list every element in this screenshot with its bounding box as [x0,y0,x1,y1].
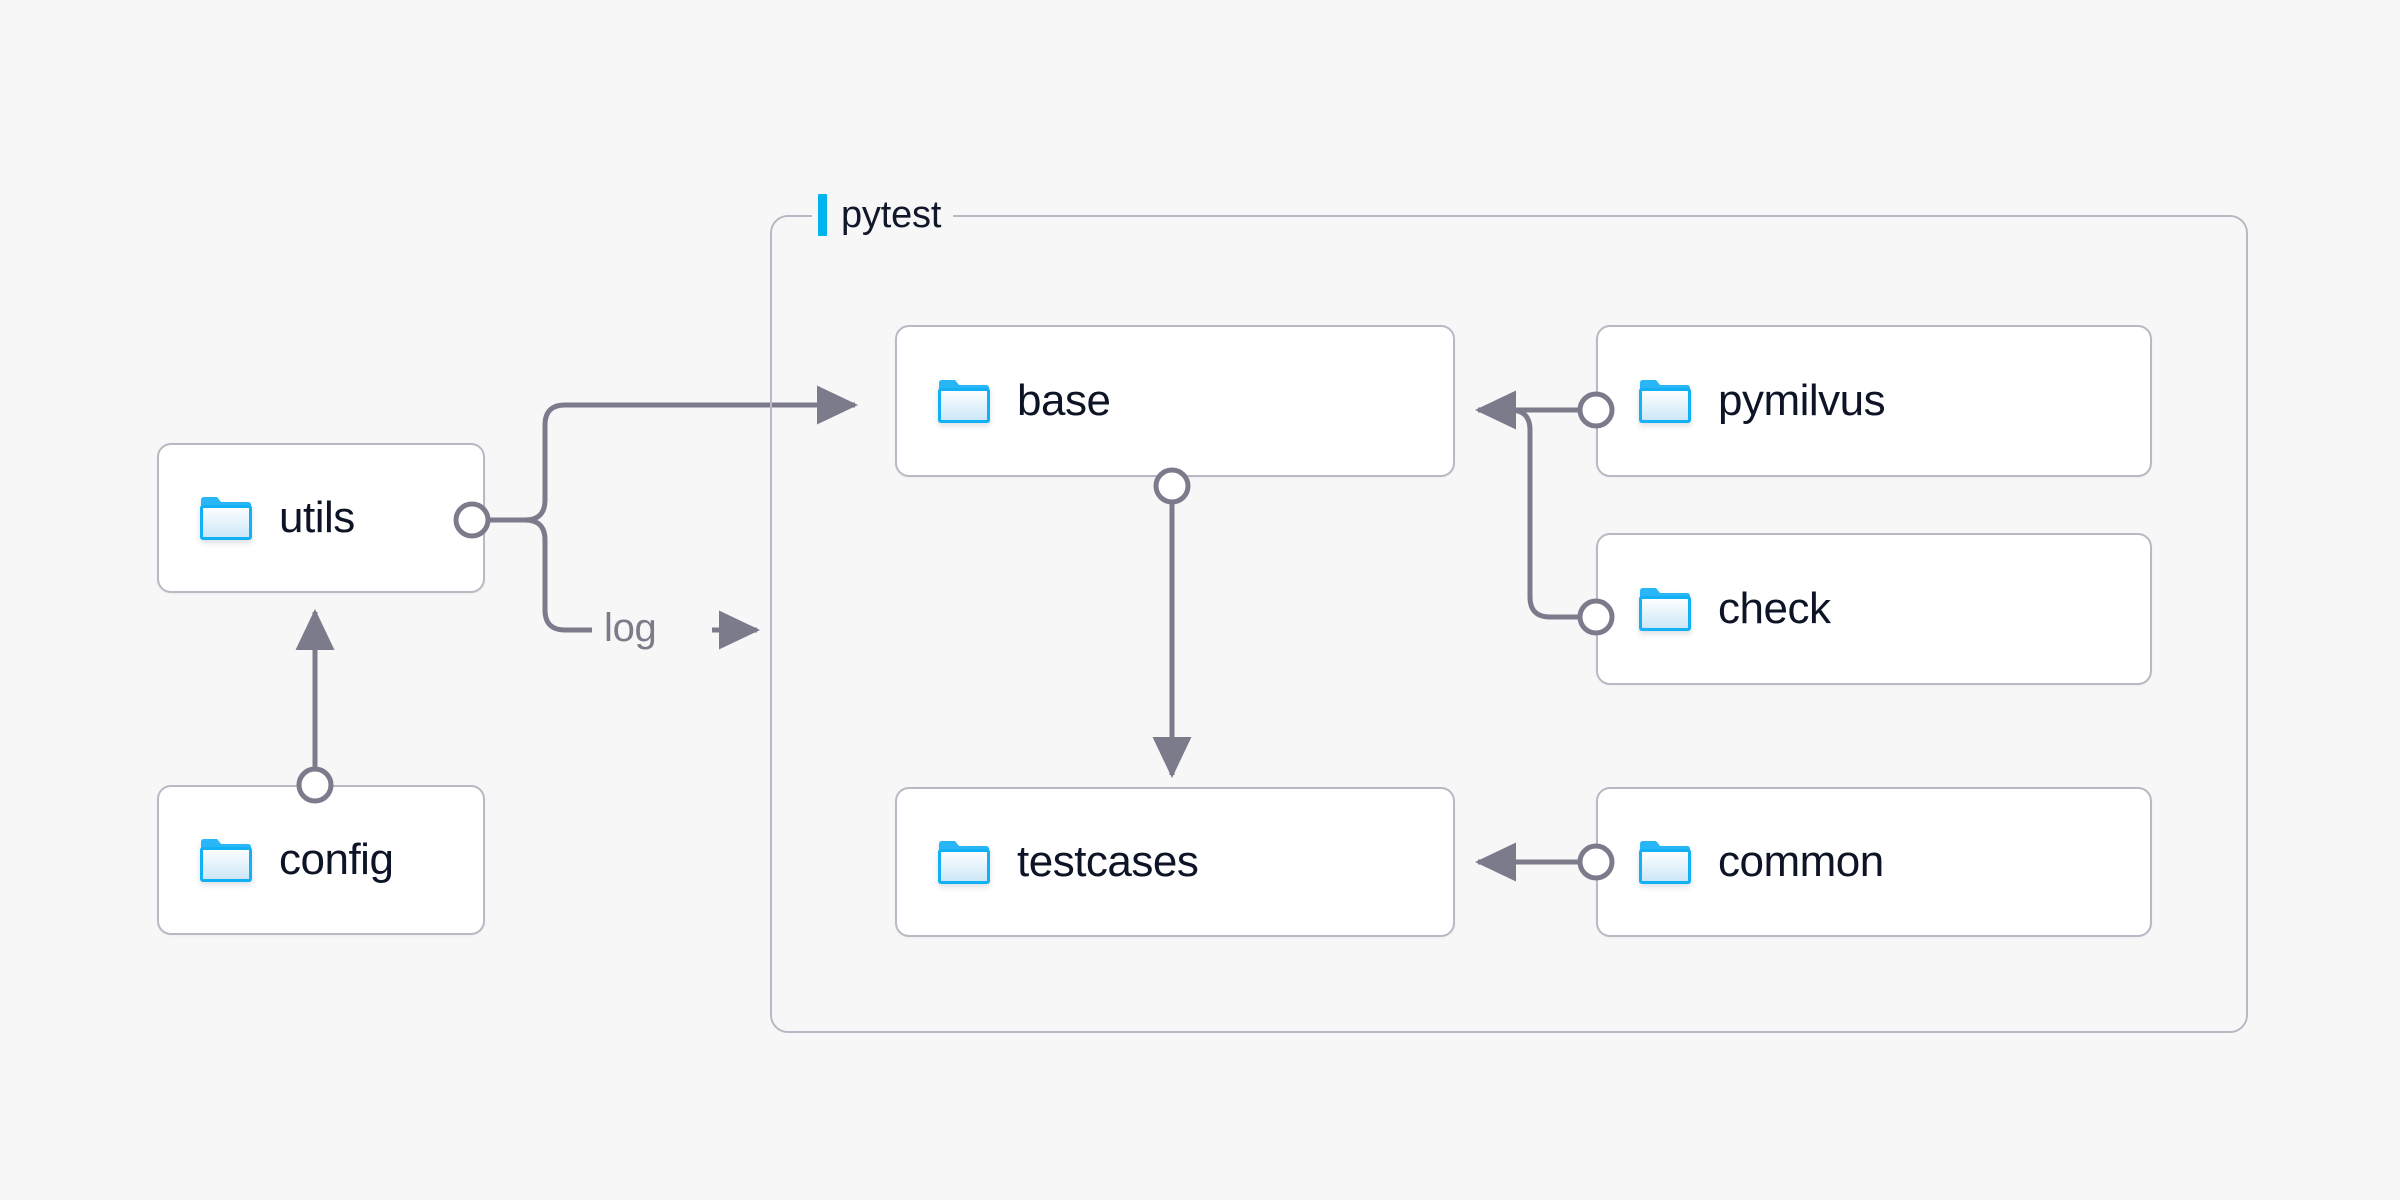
node-check-label: check [1718,584,1831,633]
folder-icon [1639,588,1691,631]
folder-icon [200,839,252,882]
folder-icon [1639,841,1691,884]
group-pytest-title: pytest [841,194,942,236]
node-utils-label: utils [279,493,355,542]
node-check[interactable]: check [1596,533,2152,685]
folder-icon [200,497,252,540]
group-pytest[interactable] [770,215,2248,1033]
node-pymilvus-label: pymilvus [1718,376,1886,425]
folder-icon [938,380,990,423]
node-common-label: common [1718,837,1884,886]
node-config[interactable]: config [157,785,485,935]
folder-icon [938,841,990,884]
edge-label-log: log [604,606,657,650]
node-base[interactable]: base [895,325,1455,477]
node-common[interactable]: common [1596,787,2152,937]
node-testcases-label: testcases [1017,837,1199,886]
accent-bar-icon [818,194,827,236]
node-config-label: config [279,835,394,884]
node-base-label: base [1017,376,1111,425]
node-testcases[interactable]: testcases [895,787,1455,937]
node-utils[interactable]: utils [157,443,485,593]
group-pytest-label: pytest [812,192,954,238]
folder-icon [1639,380,1691,423]
node-pymilvus[interactable]: pymilvus [1596,325,2152,477]
